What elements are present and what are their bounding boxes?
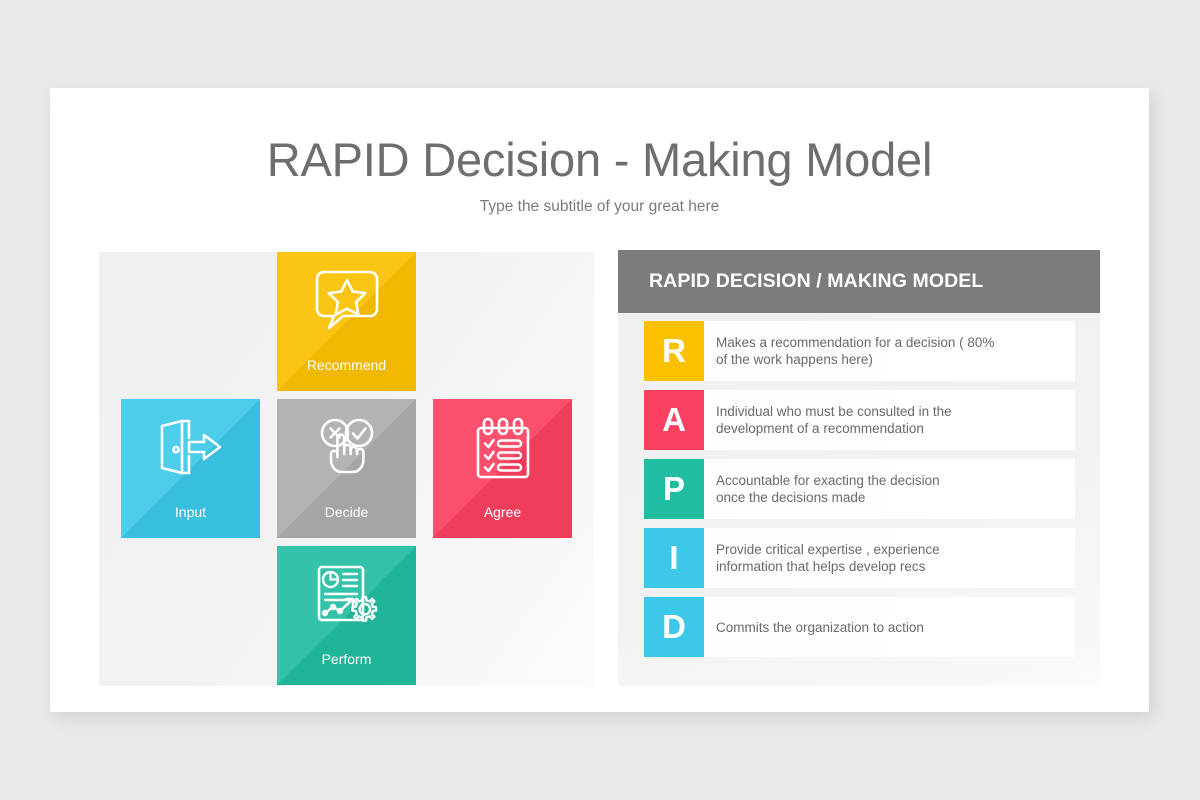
rapid-row[interactable]: R Makes a recommendation for a decision … [644, 321, 1075, 381]
report-gear-icon [277, 563, 416, 632]
rapid-row-description: Individual who must be consulted in the … [716, 404, 952, 436]
rapid-rows-container: R Makes a recommendation for a decision … [618, 313, 1100, 686]
rapid-letter-i: I [644, 528, 704, 588]
page-subtitle: Type the subtitle of your great here [479, 198, 720, 215]
rapid-row-description: Makes a recommendation for a decision ( … [716, 335, 995, 367]
rapid-row[interactable]: A Individual who must be consulted in th… [644, 390, 1075, 450]
row-background [699, 528, 1075, 588]
rapid-letter-p: P [644, 459, 704, 519]
rapid-letter-d: D [644, 597, 704, 657]
tile-input[interactable]: Input [121, 399, 260, 538]
rapid-row[interactable]: D Commits the organization to action [644, 597, 1075, 657]
tile-label: Agree [483, 504, 522, 520]
tile-decide[interactable]: Decide [277, 399, 416, 538]
hand-choice-icon [277, 416, 416, 483]
rapid-row[interactable]: P Accountable for exacting the decision … [644, 459, 1075, 519]
rapid-panel: RAPID DECISION / MAKING MODEL R Makes a … [618, 250, 1100, 686]
tile-recommend[interactable]: Recommend [277, 252, 416, 391]
rapid-letter-a: A [644, 390, 704, 450]
rapid-row-description: Commits the organization to action [716, 619, 924, 635]
tile-perform[interactable]: Perform [277, 546, 416, 685]
tile-matrix: Recommend Input [99, 252, 594, 686]
rapid-row-description: Provide critical expertise , experience … [716, 542, 940, 574]
rapid-row[interactable]: I Provide critical expertise , experienc… [644, 528, 1075, 588]
speech-bubble-star-icon [277, 269, 416, 336]
tile-label: Input [174, 504, 207, 520]
row-background [699, 321, 1075, 381]
tile-label: Decide [324, 504, 369, 520]
tile-label: Recommend [306, 357, 387, 373]
row-background [699, 390, 1075, 450]
slide-card: RAPID Decision - Making Model Type the s… [50, 88, 1149, 712]
rapid-letter-r: R [644, 321, 704, 381]
row-background [699, 597, 1075, 657]
rapid-panel-header-title: RAPID DECISION / MAKING MODEL [649, 270, 984, 292]
tile-agree[interactable]: Agree [433, 399, 572, 538]
rapid-row-description: Accountable for exacting the decision on… [716, 473, 940, 505]
checklist-notepad-icon [433, 416, 572, 487]
tile-label: Perform [321, 651, 372, 667]
door-arrow-in-icon [121, 416, 260, 483]
row-background [699, 459, 1075, 519]
page-title: RAPID Decision - Making Model [266, 133, 933, 186]
rapid-panel-header: RAPID DECISION / MAKING MODEL [618, 250, 1100, 313]
